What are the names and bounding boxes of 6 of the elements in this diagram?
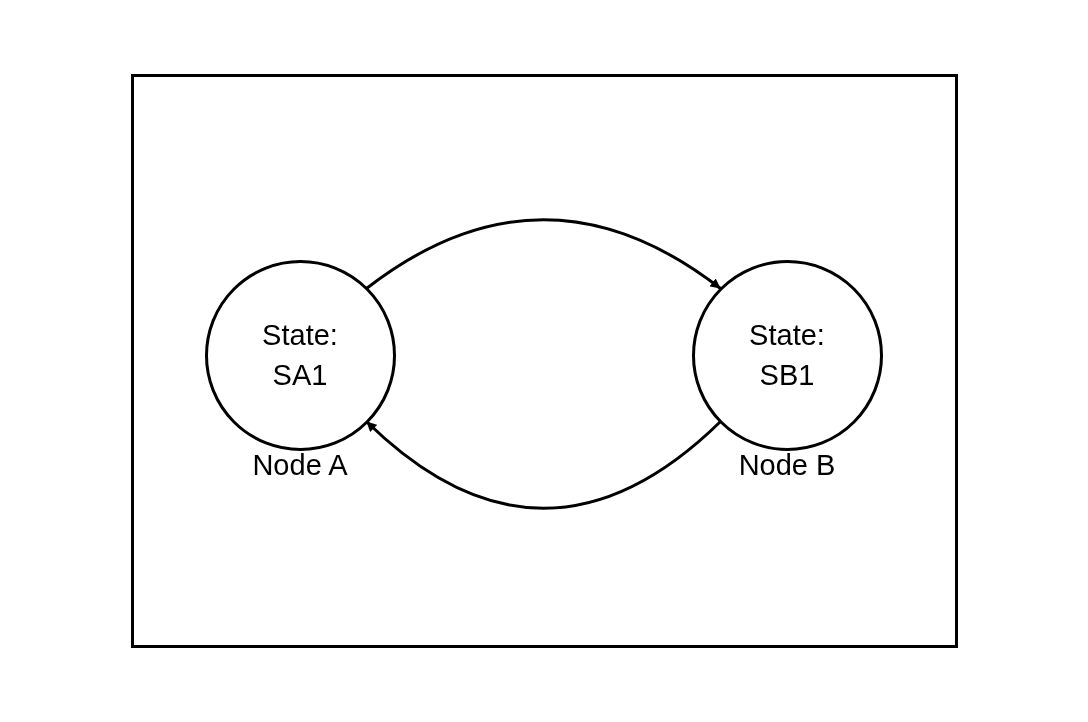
node-name: Node A bbox=[252, 448, 348, 482]
node-name: Node B bbox=[738, 448, 836, 482]
state-label: State: SA1 bbox=[261, 318, 339, 393]
arrow bbox=[365, 420, 722, 510]
arrow bbox=[365, 218, 722, 290]
state-label: State: SB1 bbox=[748, 318, 826, 393]
